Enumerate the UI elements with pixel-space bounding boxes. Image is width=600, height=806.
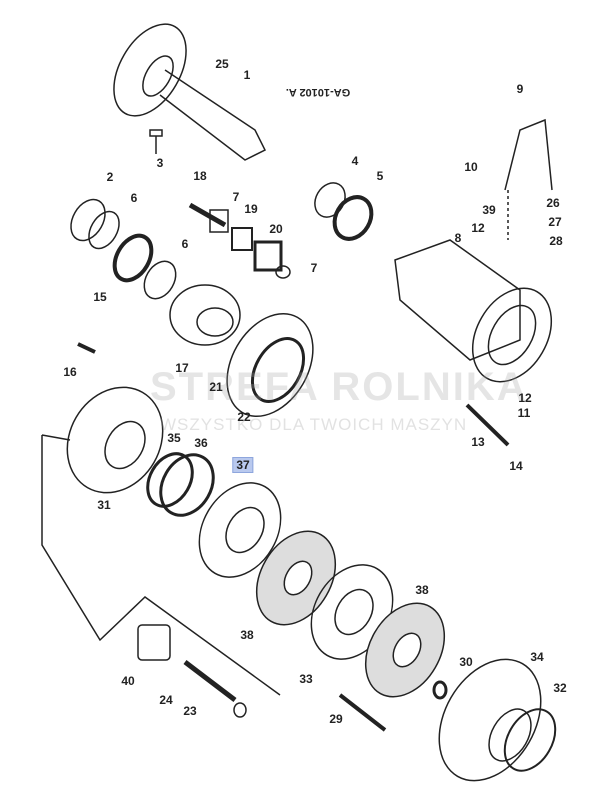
part-label: 3 <box>156 156 164 170</box>
part-label: 6 <box>181 237 189 251</box>
part-label: 36 <box>194 436 208 450</box>
part-label: 10 <box>464 160 478 174</box>
planet-carrier <box>169 284 241 346</box>
part-label: 13 <box>471 435 485 449</box>
part-label: 30 <box>459 655 473 669</box>
part-label: 17 <box>175 361 189 375</box>
part-label: 40 <box>121 674 135 688</box>
part-label: 7 <box>310 261 318 275</box>
friction-disc <box>364 602 446 698</box>
part-label: 23 <box>183 704 197 718</box>
part-label: 11 <box>517 406 531 420</box>
part-label: 24 <box>159 693 173 707</box>
breather-pipe <box>504 118 553 191</box>
part-label: 26 <box>546 196 560 210</box>
part-label: 12 <box>471 221 485 235</box>
o-ring <box>503 708 557 772</box>
washer <box>233 702 247 718</box>
wheel-hub <box>438 658 542 782</box>
seal <box>432 680 448 700</box>
needle-bearing <box>231 227 253 251</box>
snap-ring <box>143 260 177 300</box>
watermark-title: STREFA ROLNIKA <box>150 365 528 409</box>
part-label: 6 <box>130 191 138 205</box>
part-label: 25 <box>215 57 229 71</box>
part-label: 20 <box>269 222 283 236</box>
part-label: 38 <box>415 583 429 597</box>
part-label: 7 <box>232 190 240 204</box>
watermark-subtitle: WSZYSTKO DLA TWOICH MASZYN <box>160 415 468 434</box>
part-label: 9 <box>516 82 524 96</box>
part-label: 16 <box>63 365 77 379</box>
bearing <box>332 195 374 241</box>
bearing <box>112 233 154 283</box>
bushing <box>137 624 171 661</box>
part-label: 33 <box>299 672 313 686</box>
part-label: 29 <box>329 712 343 726</box>
drawing-code: GA-10102 A. <box>285 86 351 98</box>
needle-bearing <box>209 209 229 233</box>
brake-hub <box>66 386 164 494</box>
part-label: 8 <box>454 231 462 245</box>
part-label: 34 <box>530 650 544 664</box>
o-ring <box>159 453 215 517</box>
planet-gear <box>253 240 283 272</box>
axle-housing <box>394 239 553 383</box>
part-label: 38 <box>240 628 254 642</box>
roll-pin <box>77 342 96 354</box>
part-label: 4 <box>351 154 359 168</box>
snap-ring <box>88 210 120 250</box>
part-label: 28 <box>549 234 563 248</box>
shaft <box>183 660 237 702</box>
part-label: 1 <box>243 68 251 82</box>
ring-gear <box>226 312 314 418</box>
bolt <box>149 129 163 154</box>
part-label: 19 <box>244 202 258 216</box>
part-label: 35 <box>167 431 181 445</box>
seal-ring <box>70 198 106 242</box>
part-label: 14 <box>509 459 523 473</box>
part-label: 15 <box>93 290 107 304</box>
part-label: 27 <box>548 215 562 229</box>
planet-pin <box>188 202 227 228</box>
part-label: 5 <box>376 169 384 183</box>
axle-shaft <box>113 23 267 161</box>
part-label: 2 <box>106 170 114 184</box>
part-label: 31 <box>97 498 111 512</box>
bolt <box>338 693 387 732</box>
leader-line <box>41 434 281 696</box>
washer <box>275 265 291 279</box>
bolt <box>465 403 510 447</box>
part-label: 32 <box>553 681 567 695</box>
brake-piston <box>198 482 282 578</box>
part-label: 21 <box>209 380 223 394</box>
part-label: 18 <box>193 169 207 183</box>
highlighted-part-label[interactable]: 37 <box>232 457 254 473</box>
part-label: 12 <box>518 391 532 405</box>
part-label: 39 <box>482 203 496 217</box>
part-label: 22 <box>237 410 251 424</box>
